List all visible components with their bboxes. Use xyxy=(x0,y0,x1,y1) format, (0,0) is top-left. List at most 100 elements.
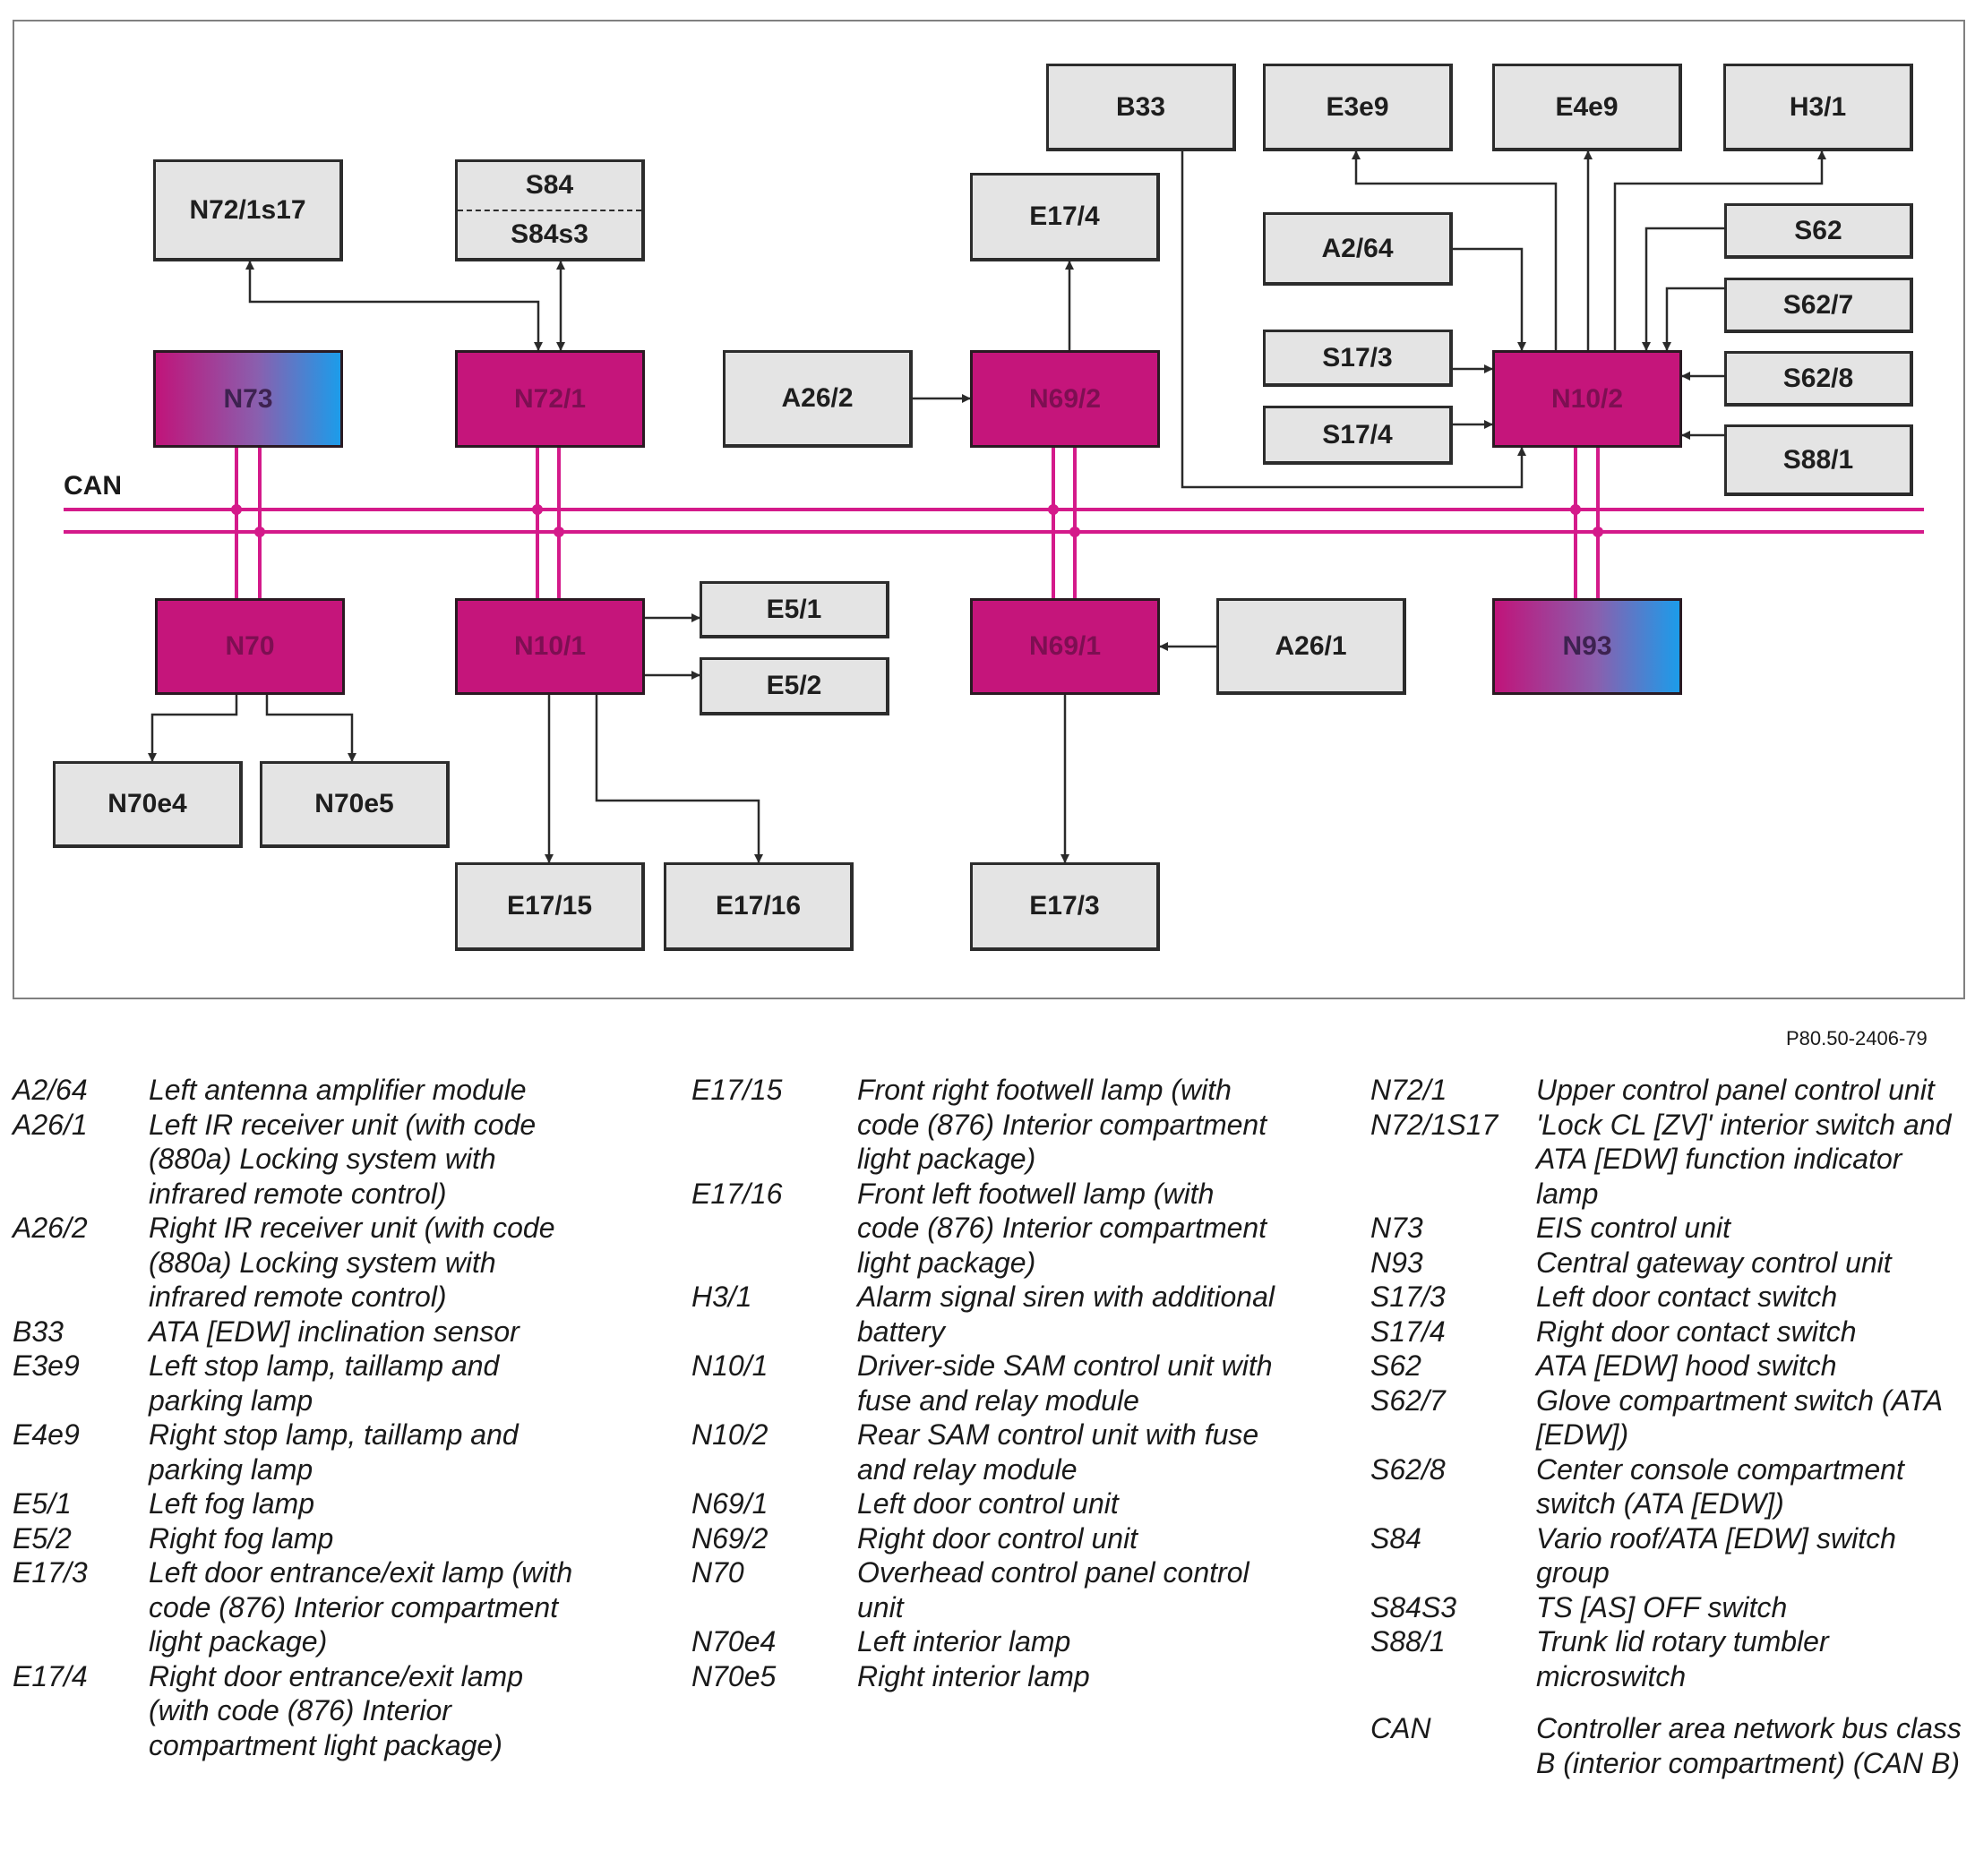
legend-code: N72/1 xyxy=(1370,1074,1447,1106)
legend-code: B33 xyxy=(13,1315,64,1348)
legend-description: Driver-side SAM control unit with fuse a… xyxy=(857,1349,1273,1417)
node-B33: B33 xyxy=(1046,64,1236,151)
node-S62: S62 xyxy=(1724,203,1913,259)
node-E17-3: E17/3 xyxy=(970,862,1160,951)
legend-code: E4e9 xyxy=(13,1418,80,1451)
legend-code: S17/3 xyxy=(1370,1281,1446,1313)
bus-junction xyxy=(1048,504,1059,515)
signal-wire xyxy=(245,261,543,351)
legend-description: Glove compartment switch (ATA [EDW]) xyxy=(1536,1383,1942,1452)
legend-description: Vario roof/ATA [EDW] switch group xyxy=(1536,1521,1896,1589)
legend-item: E17/15 Front right footwell lamp (with co… xyxy=(691,1073,1283,1177)
can-bus xyxy=(64,448,1924,598)
node-N72-1s17: N72/1s17 xyxy=(153,159,343,261)
signal-wire xyxy=(148,695,238,762)
legend-code: E17/16 xyxy=(691,1177,783,1210)
legend-description: Front right footwell lamp (with code (87… xyxy=(857,1074,1267,1175)
signal-wire xyxy=(1613,150,1826,350)
legend-code: S62/7 xyxy=(1370,1383,1446,1417)
node-S84s3: S84s3 xyxy=(511,218,588,249)
legend-code: E17/3 xyxy=(13,1556,88,1589)
connection-lines xyxy=(64,150,1924,863)
legend-code: E5/1 xyxy=(13,1487,72,1520)
legend-description: Front left footwell lamp (with code (876… xyxy=(857,1177,1267,1279)
node-E17-15: E17/15 xyxy=(455,862,645,951)
legend-description: Right fog lamp xyxy=(149,1521,334,1555)
legend-code: N69/1 xyxy=(691,1487,769,1520)
legend-code: E17/15 xyxy=(691,1074,783,1106)
legend-code: A26/2 xyxy=(13,1212,88,1244)
node-S17-4: S17/4 xyxy=(1263,406,1453,465)
node-N10-2: N10/2 xyxy=(1492,350,1682,448)
signal-wires xyxy=(148,150,1826,863)
legend-code: N70 xyxy=(691,1556,744,1589)
legend-description: 'Lock CL [ZV]' interior switch and ATA [… xyxy=(1536,1108,1952,1210)
node-S84: S84 xyxy=(458,162,641,211)
legend-description: Alarm signal siren with additional batte… xyxy=(857,1281,1275,1348)
legend-item: E17/16 Front left footwell lamp (with co… xyxy=(691,1177,1283,1281)
legend-code: A2/64 xyxy=(13,1074,88,1106)
legend-item: N10/1 Driver-side SAM control unit with f… xyxy=(691,1349,1283,1418)
legend-description: Controller area network bus class B (int… xyxy=(1536,1712,1962,1779)
node-N10-1: N10/1 xyxy=(455,598,645,695)
node-N69-2: N69/2 xyxy=(970,350,1160,448)
legend-item: S84 Vario roof/ATA [EDW] switch group xyxy=(1370,1521,1971,1590)
legend-item: S17/3 Left door contact switch xyxy=(1370,1280,1971,1315)
node-S88-1: S88/1 xyxy=(1724,424,1913,496)
legend-code: S84 xyxy=(1370,1521,1421,1555)
legend-description: Center console compartment switch (ATA [… xyxy=(1536,1452,1904,1521)
legend-description: Rear SAM control unit with fuse and rela… xyxy=(857,1418,1259,1486)
legend-code: E17/4 xyxy=(13,1659,88,1692)
bus-junction xyxy=(254,527,265,537)
legend-item: N10/2 Rear SAM control unit with fuse and… xyxy=(691,1418,1283,1486)
legend-item: N72/1S17'Lock CL [ZV]' interior switch a… xyxy=(1370,1108,1971,1212)
node-E4e9: E4e9 xyxy=(1492,64,1682,151)
legend-column-2: E17/15 Front right footwell lamp (with co… xyxy=(691,1073,1283,1693)
node-H3-1: H3/1 xyxy=(1723,64,1913,151)
legend-code: E5/2 xyxy=(13,1521,72,1555)
node-N93: N93 xyxy=(1492,598,1682,695)
legend-code: N10/2 xyxy=(691,1418,769,1451)
bus-junction xyxy=(1593,527,1603,537)
legend-description: Left door contact switch xyxy=(1536,1281,1838,1313)
legend-code: N73 xyxy=(1370,1212,1423,1244)
node-E17-16: E17/16 xyxy=(664,862,854,951)
node-N70: N70 xyxy=(155,598,345,695)
legend-code: S88/1 xyxy=(1370,1625,1446,1658)
legend-code: N10/1 xyxy=(691,1349,769,1382)
legend-code: N93 xyxy=(1370,1246,1423,1279)
legend-description: Right door control unit xyxy=(857,1521,1138,1555)
node-A26-1: A26/1 xyxy=(1216,598,1406,695)
legend-code: A26/1 xyxy=(13,1108,88,1141)
node-S84-S84s3: S84 S84s3 xyxy=(455,159,645,261)
bus-junction xyxy=(1570,504,1581,515)
node-E5-1: E5/1 xyxy=(700,581,889,638)
legend-code: S62 xyxy=(1370,1349,1421,1382)
legend-code: N70e4 xyxy=(691,1625,777,1658)
node-N72-1: N72/1 xyxy=(455,350,645,448)
can-bus-label: CAN xyxy=(64,471,122,501)
legend-description: TS [AS] OFF switch xyxy=(1536,1590,1788,1623)
signal-wire xyxy=(265,695,356,762)
node-S17-3: S17/3 xyxy=(1263,330,1453,387)
legend-description: Right door contact switch xyxy=(1536,1315,1857,1348)
